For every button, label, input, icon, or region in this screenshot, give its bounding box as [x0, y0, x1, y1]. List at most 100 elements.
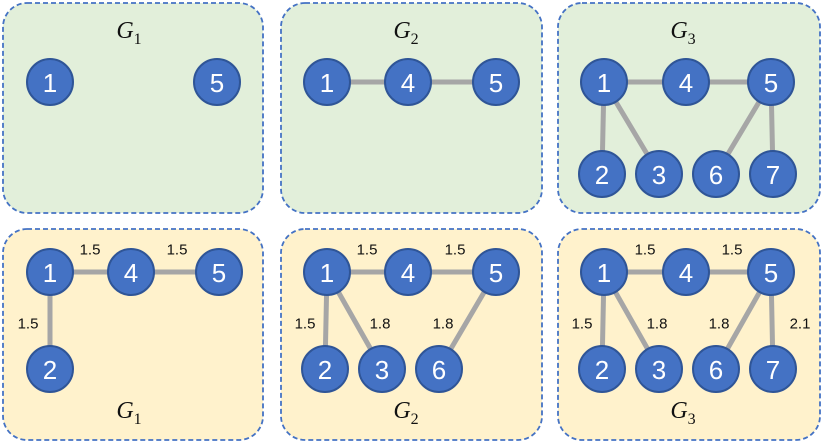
node-1: 1	[303, 58, 351, 106]
node-label: 4	[401, 68, 415, 98]
node-circle	[635, 345, 683, 393]
edge-weight-label: 1.5	[635, 242, 656, 259]
panel-background	[2, 2, 264, 214]
node-circle	[195, 248, 243, 296]
node-1: 1	[303, 248, 351, 296]
node-7: 7	[749, 150, 797, 198]
edge-weight-label: 1.5	[167, 242, 188, 259]
node-1: 1	[26, 58, 74, 106]
node-label: 6	[709, 160, 723, 190]
node-label: 3	[652, 160, 666, 190]
node-label: 7	[766, 160, 780, 190]
node-5: 5	[747, 58, 795, 106]
panel-top-g2: 1 4 5 G2	[280, 2, 543, 214]
node-label: 5	[489, 68, 503, 98]
panel-title: G2	[393, 398, 418, 428]
node-label: 4	[401, 258, 415, 288]
node-label: 5	[764, 68, 778, 98]
edge-weight-label: 1.5	[295, 316, 316, 333]
node-circle	[26, 58, 74, 106]
panel-title-main: G	[670, 398, 687, 424]
node-label: 3	[652, 355, 666, 385]
node-circle	[662, 58, 710, 106]
panel-title: G3	[670, 398, 695, 428]
node-label: 5	[212, 258, 226, 288]
node-circle	[749, 345, 797, 393]
node-circle	[662, 248, 710, 296]
node-circle	[358, 345, 406, 393]
node-4: 4	[107, 248, 155, 296]
node-label: 5	[210, 68, 224, 98]
panel-background	[280, 2, 543, 214]
node-circle	[635, 150, 683, 198]
node-circle	[749, 150, 797, 198]
node-6: 6	[692, 150, 740, 198]
node-2: 2	[26, 345, 74, 393]
node-label: 1	[597, 258, 611, 288]
node-3: 3	[635, 345, 683, 393]
node-circle	[415, 345, 463, 393]
node-label: 2	[595, 160, 609, 190]
node-circle	[193, 58, 241, 106]
node-label: 2	[595, 355, 609, 385]
node-1: 1	[26, 248, 74, 296]
node-1: 1	[580, 248, 628, 296]
node-2: 2	[578, 150, 626, 198]
node-circle	[303, 58, 351, 106]
edge-weight-label: 1.8	[370, 316, 391, 333]
node-label: 1	[597, 68, 611, 98]
node-4: 4	[384, 248, 432, 296]
panel-title-main: G	[393, 398, 410, 424]
edge-weight-label: 1.8	[709, 316, 730, 333]
node-circle	[384, 248, 432, 296]
node-4: 4	[662, 248, 710, 296]
edge-weight-label: 1.5	[18, 316, 39, 333]
node-circle	[692, 150, 740, 198]
node-2: 2	[578, 345, 626, 393]
node-circle	[747, 58, 795, 106]
node-label: 4	[679, 258, 693, 288]
node-circle	[692, 345, 740, 393]
node-label: 4	[679, 68, 693, 98]
node-4: 4	[662, 58, 710, 106]
panel-title-main: G	[116, 398, 133, 424]
panel-title-subscript: 2	[411, 31, 419, 48]
panel-title-subscript: 1	[134, 31, 142, 48]
edge-weight-label: 1.8	[647, 316, 668, 333]
node-label: 7	[766, 355, 780, 385]
node-circle	[303, 248, 351, 296]
node-circle	[578, 345, 626, 393]
node-label: 3	[375, 355, 389, 385]
node-circle	[747, 248, 795, 296]
node-label: 1	[43, 68, 57, 98]
edge-weight-label: 1.5	[80, 242, 101, 259]
node-label: 1	[320, 258, 334, 288]
edge-weight-label: 1.5	[445, 242, 466, 259]
node-circle	[301, 345, 349, 393]
node-label: 4	[124, 258, 138, 288]
node-circle	[26, 345, 74, 393]
node-circle	[26, 248, 74, 296]
node-circle	[578, 150, 626, 198]
node-5: 5	[747, 248, 795, 296]
node-3: 3	[635, 150, 683, 198]
node-label: 1	[320, 68, 334, 98]
node-label: 1	[43, 258, 57, 288]
node-label: 5	[489, 258, 503, 288]
node-5: 5	[472, 248, 520, 296]
node-6: 6	[415, 345, 463, 393]
node-circle	[580, 248, 628, 296]
node-5: 5	[195, 248, 243, 296]
panel-title-subscript: 3	[688, 411, 696, 428]
node-6: 6	[692, 345, 740, 393]
panel-title-subscript: 1	[134, 411, 142, 428]
edge-weight-label: 1.5	[722, 242, 743, 259]
node-label: 6	[432, 355, 446, 385]
panel-title-main: G	[393, 18, 410, 44]
